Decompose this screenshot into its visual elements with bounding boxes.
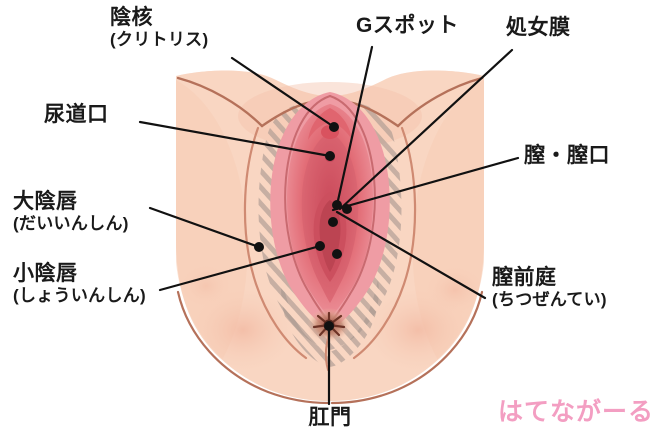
- label-vaginal-vestibule-sub: (ちつぜんてい): [492, 289, 607, 309]
- label-clitoris-main: 陰核: [110, 6, 153, 29]
- label-clitoris: 陰核 (クリトリス): [110, 6, 208, 49]
- leader-labia-minora: [158, 244, 322, 292]
- dot-hymen: [342, 204, 352, 214]
- dot-anus: [324, 321, 334, 331]
- leader-dots: [254, 122, 352, 331]
- watermark: はてながーる: [496, 392, 655, 428]
- dot-vestibule: [332, 249, 342, 259]
- label-vagina-and-introitus: 膣・膣口: [524, 144, 610, 168]
- leader-g-spot: [335, 45, 374, 207]
- label-clitoris-sub: (クリトリス): [110, 29, 209, 49]
- label-labia-majora-main: 大陰唇: [13, 190, 78, 213]
- buttock-outline: [176, 290, 484, 405]
- label-hymen: 処女膜: [506, 16, 571, 40]
- leader-vestibule: [335, 210, 487, 300]
- label-urethral-opening: 尿道口: [44, 103, 109, 127]
- dot-vagina: [328, 217, 338, 227]
- leader-labia-majora: [148, 206, 261, 249]
- label-labia-majora-sub: (だいいんしん): [13, 213, 129, 233]
- label-hymen-main: 処女膜: [506, 16, 571, 39]
- leader-urethra: [138, 120, 332, 158]
- leader-vagina: [331, 156, 520, 212]
- label-labia-minora-sub: (しょういんしん): [13, 285, 147, 305]
- leader-clitoris: [230, 56, 336, 129]
- dot-urethra: [325, 151, 335, 161]
- label-anus-main: 肛門: [308, 406, 352, 429]
- label-labia-minora-main: 小陰唇: [13, 262, 78, 285]
- leader-hymen: [338, 48, 514, 211]
- label-labia-minora: 小陰唇 (しょういんしん): [13, 262, 146, 305]
- watermark-text: はてながーる: [496, 396, 655, 428]
- label-g-spot-main: Gスポット: [356, 14, 459, 37]
- labia-majora-contours: [243, 126, 417, 360]
- label-vagina-and-introitus-main: 膣・膣口: [524, 144, 610, 167]
- dot-labia-majora: [254, 242, 264, 252]
- label-g-spot: Gスポット: [356, 14, 459, 38]
- label-urethral-opening-main: 尿道口: [44, 103, 109, 126]
- leader-lines: [138, 45, 520, 406]
- label-vaginal-vestibule-main: 膣前庭: [492, 266, 557, 289]
- dot-g-spot: [332, 200, 342, 210]
- dot-labia-minora: [315, 241, 325, 251]
- label-vaginal-vestibule: 膣前庭 (ちつぜんてい): [492, 266, 607, 309]
- label-anus: 肛門: [300, 406, 360, 430]
- dot-clitoris: [329, 122, 339, 132]
- label-labia-majora: 大陰唇 (だいいんしん): [13, 190, 129, 233]
